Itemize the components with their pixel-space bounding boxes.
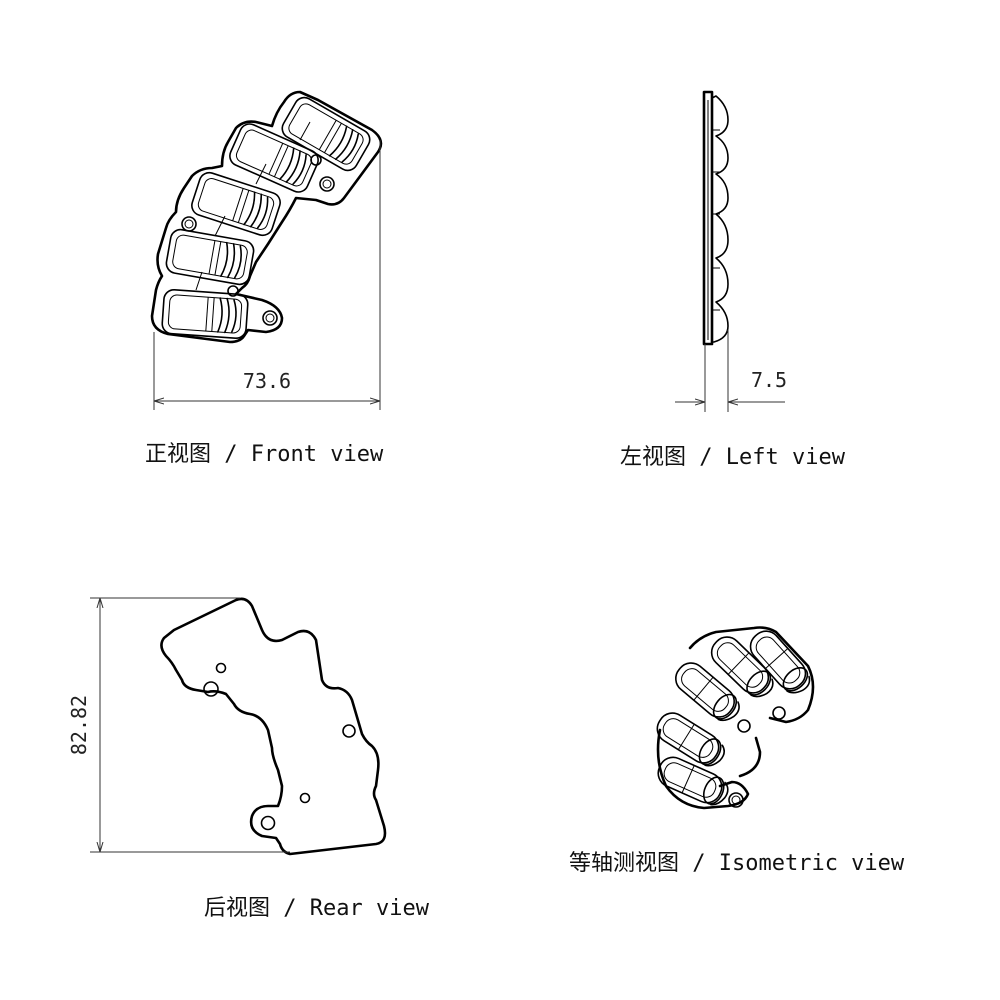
front-view-caption: 正视图 / Front view [145, 442, 384, 467]
left-view-caption: 左视图 / Left view [620, 445, 845, 470]
left-thickness-value: 7.5 [751, 368, 787, 392]
isometric-view-drawing [651, 624, 817, 811]
isometric-view-caption: 等轴测视图 / Isometric view [569, 851, 905, 876]
rear-view-drawing [160, 597, 387, 856]
rear-view-outline [160, 597, 387, 856]
rear-height-value: 82.82 [67, 695, 91, 755]
front-width-dimension: 73.6 [153, 140, 381, 410]
left-view-drawing [702, 90, 729, 346]
rear-height-dimension: 82.82 [67, 597, 290, 853]
front-view-outline [150, 90, 383, 344]
left-thickness-dimension: 7.5 [675, 330, 787, 412]
front-width-value: 73.6 [243, 369, 291, 393]
isometric-outline [656, 626, 815, 810]
rear-view-caption: 后视图 / Rear view [204, 896, 429, 921]
front-view-drawing [150, 90, 383, 344]
